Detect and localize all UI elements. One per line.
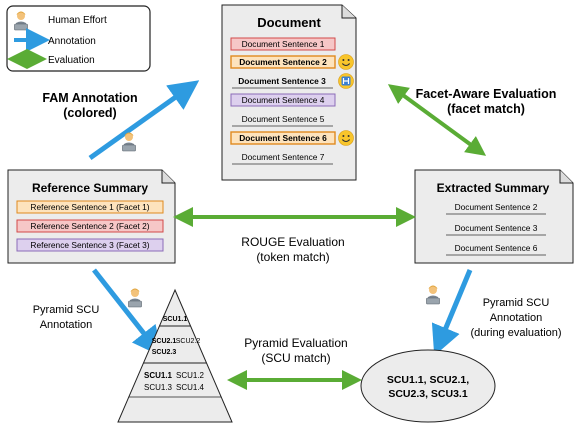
person-at-laptop-icon bbox=[426, 285, 440, 305]
document-sentence-1: Document Sentence 1 bbox=[242, 39, 325, 49]
document-sentence-3: Document Sentence 3 bbox=[238, 76, 326, 86]
document-sentence-6: Document Sentence 6 bbox=[239, 133, 327, 143]
facet-aware-evaluation-label: Facet-Aware Evaluation bbox=[416, 87, 557, 101]
reference-sentence-1: Reference Sentence 1 (Facet 1) bbox=[30, 202, 149, 212]
pyramid-tier3-scu-a: SCU1.1 bbox=[144, 371, 173, 380]
scu-ellipse-line-1: SCU1.1, SCU2.1, bbox=[387, 374, 469, 386]
pyramid-scu-annotation-label: Pyramid SCU bbox=[33, 304, 100, 316]
pyramid-tier3-scu-d: SCU1.4 bbox=[176, 383, 205, 392]
pyramid-scu-eval-sublabel: Annotation bbox=[490, 312, 543, 324]
document-box: Document Document Sentence 1 Document Se… bbox=[221, 4, 357, 181]
rouge-evaluation-label: ROUGE Evaluation bbox=[241, 235, 344, 249]
target-face-icon bbox=[338, 73, 354, 89]
extracted-summary-title: Extracted Summary bbox=[437, 181, 550, 195]
pyramid-scu-annotation-arrow bbox=[92, 268, 163, 357]
extracted-summary-box: Extracted Summary Document Sentence 2 Do… bbox=[414, 169, 574, 264]
pyramid-tier2-scu-b: SCU2.2 bbox=[176, 338, 201, 345]
fam-annotation-label: FAM Annotation bbox=[42, 91, 137, 105]
document-sentence-4: Document Sentence 4 bbox=[242, 95, 325, 105]
fam-annotation-sublabel: (colored) bbox=[63, 106, 116, 120]
legend: Human Effort Annotation Evaluation bbox=[6, 5, 151, 72]
extracted-sentence-2: Document Sentence 3 bbox=[455, 223, 538, 233]
pyramid-evaluation-label: Pyramid Evaluation bbox=[244, 336, 347, 350]
pyramid-scu-eval-label: Pyramid SCU bbox=[483, 297, 550, 309]
scu-match-ellipse: SCU1.1, SCU2.1, SCU2.3, SCU3.1 bbox=[360, 349, 496, 423]
extracted-sentence-3: Document Sentence 6 bbox=[455, 243, 538, 253]
legend-evaluation: Evaluation bbox=[48, 55, 95, 66]
scu-ellipse-line-2: SCU2.3, SCU3.1 bbox=[388, 388, 468, 400]
rouge-evaluation-sublabel: (token match) bbox=[256, 250, 329, 264]
fam-annotation-arrow bbox=[88, 80, 200, 161]
pyramid-scu-eval-sublabel-2: (during evaluation) bbox=[470, 327, 561, 339]
reference-sentence-3: Reference Sentence 3 (Facet 3) bbox=[30, 240, 149, 250]
smiley-face-icon bbox=[338, 54, 354, 70]
document-sentence-2: Document Sentence 2 bbox=[239, 57, 327, 67]
facet-aware-evaluation-sublabel: (facet match) bbox=[447, 102, 525, 116]
pyramid-tier3-scu-c: SCU1.3 bbox=[144, 383, 173, 392]
document-sentence-5: Document Sentence 5 bbox=[242, 114, 325, 124]
reference-sentence-2: Reference Sentence 2 (Facet 2) bbox=[30, 221, 149, 231]
facet-aware-evaluation-arrow bbox=[387, 84, 487, 156]
smiley-face-icon bbox=[338, 130, 354, 146]
reference-summary-box: Reference Summary Reference Sentence 1 (… bbox=[7, 169, 176, 264]
legend-human-effort: Human Effort bbox=[48, 15, 107, 26]
pyramid-tier2-scu-c: SCU2.3 bbox=[152, 349, 177, 356]
pyramid-evaluation-sublabel: (SCU match) bbox=[261, 351, 330, 365]
legend-annotation: Annotation bbox=[48, 36, 96, 47]
document-sentence-7: Document Sentence 7 bbox=[242, 152, 325, 162]
extracted-sentence-1: Document Sentence 2 bbox=[455, 202, 538, 212]
pyramid-tier3-scu-b: SCU1.2 bbox=[176, 371, 205, 380]
pyramid-scu-annotation-eval-arrow bbox=[431, 269, 473, 356]
scu-pyramid: SCU1.1 SCU2.1 SCU2.2 SCU2.3 SCU1.1 SCU1.… bbox=[117, 288, 233, 423]
reference-summary-title: Reference Summary bbox=[32, 181, 148, 195]
pyramid-scu-annotation-sublabel: Annotation bbox=[40, 319, 93, 331]
document-title: Document bbox=[257, 15, 321, 30]
pyramid-tier2-scu-a: SCU2.1 bbox=[152, 338, 177, 345]
person-at-laptop-icon bbox=[128, 288, 142, 308]
pyramid-tier1-scu: SCU1.1 bbox=[163, 316, 188, 323]
